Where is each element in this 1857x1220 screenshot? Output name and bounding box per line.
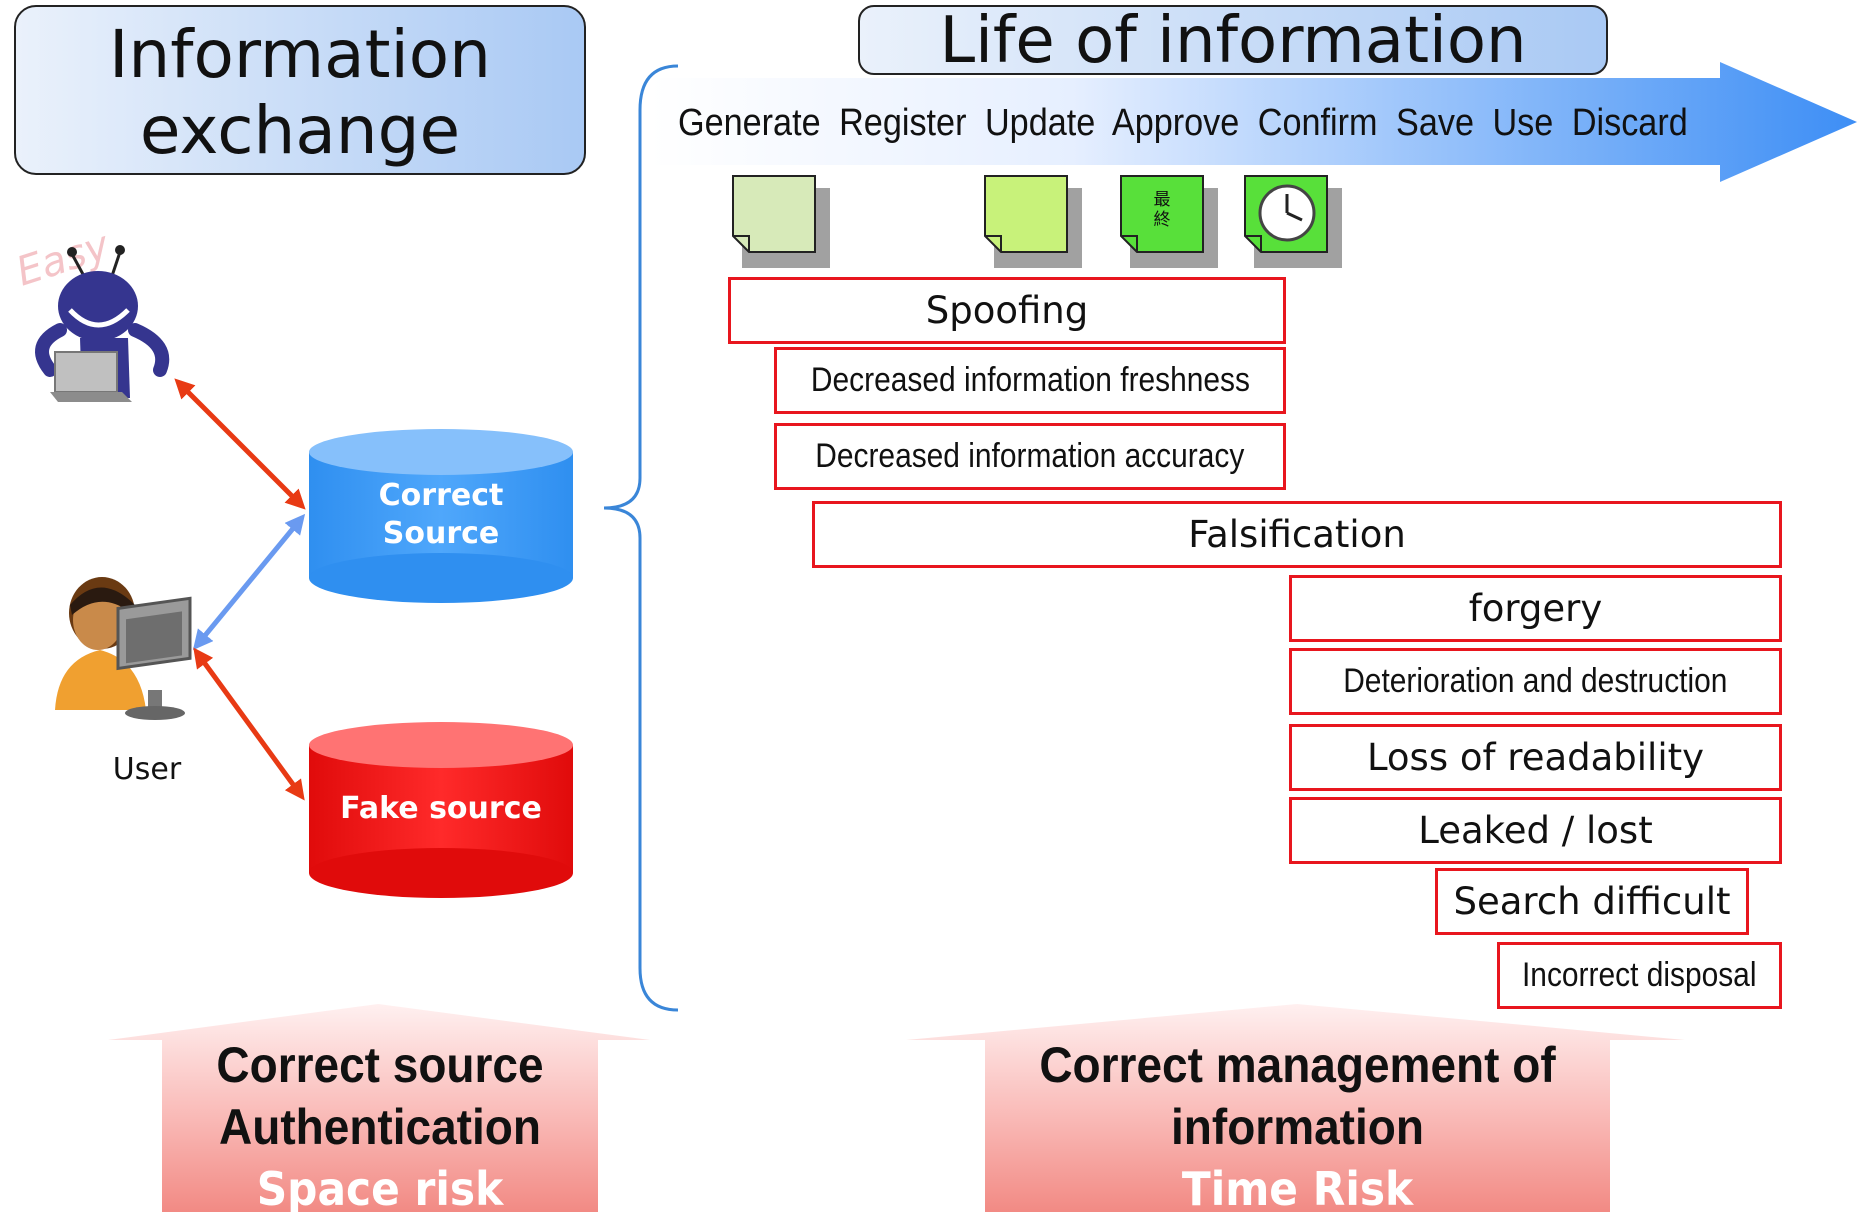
risk-freshness: Decreased information freshness bbox=[774, 347, 1286, 414]
attacker-icon bbox=[35, 245, 170, 402]
risk-forgery: forgery bbox=[1289, 575, 1782, 642]
risk-label: Falsification bbox=[1188, 513, 1406, 556]
risk-label: Leaked / lost bbox=[1418, 809, 1653, 852]
document-icon-final bbox=[1120, 175, 1218, 268]
correct-source-db bbox=[309, 429, 573, 603]
risk-label: Deterioration and destruction bbox=[1343, 662, 1728, 700]
time-risk-label: Time Risk bbox=[1181, 1162, 1414, 1216]
risk-search: Search difficult bbox=[1435, 868, 1749, 935]
final-doc-label: 最 終 bbox=[1148, 190, 1176, 230]
lifecycle-arrow bbox=[650, 62, 1857, 182]
stage-use: Use bbox=[1492, 102, 1554, 144]
user-label: User bbox=[112, 752, 182, 787]
risk-disposal: Incorrect disposal bbox=[1497, 942, 1782, 1009]
label-line: Correct management of bbox=[1039, 1037, 1556, 1093]
bottom-left-arrow bbox=[108, 1004, 650, 1212]
title-line: Information bbox=[108, 16, 492, 93]
stage-approve: Approve bbox=[1111, 102, 1240, 144]
user-fake-arrow bbox=[193, 647, 305, 801]
fake-source-db bbox=[309, 722, 573, 898]
user-icon bbox=[55, 577, 192, 720]
clock-icon bbox=[1244, 175, 1342, 268]
document-icon-draft bbox=[732, 175, 830, 268]
label-line: Correct bbox=[378, 478, 504, 513]
brace bbox=[603, 64, 679, 1012]
stage-discard: Discard bbox=[1571, 102, 1688, 144]
bottom-right-arrow bbox=[906, 1004, 1685, 1212]
stage-save: Save bbox=[1396, 102, 1474, 144]
lifecycle-stages: Generate Register Update Approve Confirm… bbox=[678, 102, 1688, 145]
information-exchange-title: Information exchange bbox=[14, 5, 586, 175]
risk-accuracy: Decreased information accuracy bbox=[774, 423, 1286, 490]
risk-falsification: Falsification bbox=[812, 501, 1782, 568]
risk-label: Decreased information accuracy bbox=[815, 437, 1245, 475]
label-line: Authentication bbox=[219, 1099, 541, 1155]
life-of-information-title: Life of information bbox=[858, 5, 1608, 75]
risk-label: Search difficult bbox=[1453, 880, 1731, 923]
kanji-char: 最 bbox=[1153, 190, 1171, 210]
title-text: Life of information bbox=[939, 4, 1527, 78]
correct-source-label: Correct Source bbox=[309, 477, 573, 553]
attacker-correct-arrow bbox=[174, 378, 306, 510]
kanji-char: 終 bbox=[1153, 210, 1171, 230]
bottom-left-label: Correct source Authentication Space risk bbox=[150, 1034, 610, 1220]
risk-label: Decreased information freshness bbox=[810, 361, 1250, 399]
stage-generate: Generate bbox=[678, 102, 821, 144]
label-line: information bbox=[1171, 1099, 1424, 1155]
title-line: exchange bbox=[139, 92, 461, 169]
space-risk-label: Space risk bbox=[256, 1162, 504, 1216]
risk-label: Loss of readability bbox=[1366, 736, 1705, 779]
risk-label: Spoofing bbox=[925, 289, 1089, 332]
risk-spoofing: Spoofing bbox=[728, 277, 1286, 344]
stage-update: Update bbox=[984, 102, 1096, 144]
risk-label: Incorrect disposal bbox=[1522, 956, 1757, 994]
stage-register: Register bbox=[839, 102, 967, 144]
stage-confirm: Confirm bbox=[1257, 102, 1378, 144]
risk-leaked: Leaked / lost bbox=[1289, 797, 1782, 864]
risk-label: forgery bbox=[1468, 587, 1603, 630]
document-icon-updated bbox=[984, 175, 1082, 268]
risk-readability: Loss of readability bbox=[1289, 724, 1782, 791]
label-line: Correct source bbox=[216, 1037, 544, 1093]
risk-deterioration: Deterioration and destruction bbox=[1289, 648, 1782, 715]
user-correct-arrow bbox=[192, 513, 306, 651]
label-line: Source bbox=[382, 516, 500, 551]
bottom-right-label: Correct management of information Time R… bbox=[978, 1034, 1617, 1220]
fake-source-label: Fake source bbox=[340, 791, 542, 826]
